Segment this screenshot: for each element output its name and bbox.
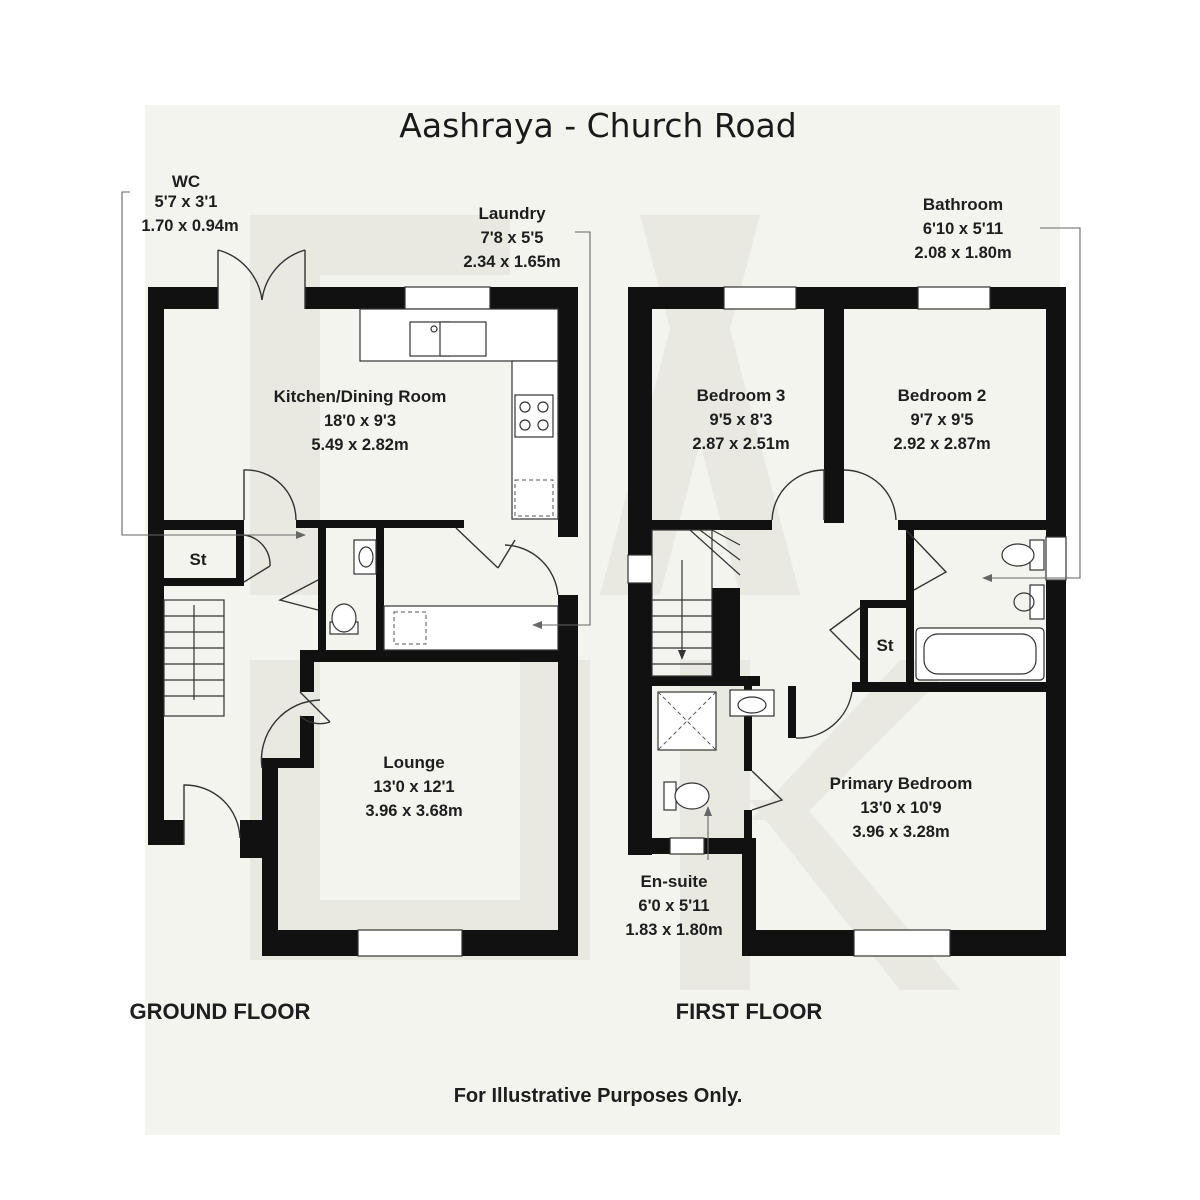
first-store-label: St: [877, 636, 894, 655]
first-floor-leader-lines: [704, 227, 1081, 860]
ground-floor-stairs: [163, 599, 225, 717]
bathroom-imperial: 6'10 x 5'11: [923, 220, 1003, 238]
ground-floor-outer-walls: [148, 287, 578, 956]
bathroom-window: [1045, 536, 1067, 581]
first-floor-plan: [627, 227, 1081, 957]
lounge-metric: 3.96 x 3.68m: [365, 802, 462, 820]
kitchen-units: [359, 308, 559, 520]
wc-metric: 1.70 x 0.94m: [141, 217, 238, 235]
ground-floor-plan: [121, 191, 591, 957]
ground-floor-leader-lines: [121, 191, 591, 629]
ground-floor-doors: [183, 249, 559, 845]
laundry-imperial: 7'8 x 5'5: [481, 229, 544, 247]
kitchen-label: Kitchen/Dining Room: [274, 387, 447, 406]
ensuite-fittings: [657, 689, 775, 811]
wc-fittings: [329, 539, 377, 635]
bedroom3-imperial: 9'5 x 8'3: [710, 411, 773, 429]
ensuite-imperial: 6'0 x 5'11: [638, 897, 709, 915]
ground-floor-caption: GROUND FLOOR: [130, 999, 311, 1024]
laundry-label: Laundry: [478, 204, 546, 223]
primary-bedroom-label: Primary Bedroom: [830, 774, 973, 793]
ensuite-label: En-suite: [640, 872, 707, 891]
kitchen-metric: 5.49 x 2.82m: [311, 436, 408, 454]
lounge-window: [357, 929, 463, 957]
lounge-imperial: 13'0 x 12'1: [373, 778, 454, 796]
bedroom3-window: [723, 286, 797, 310]
first-floor-stairs: [651, 529, 741, 677]
bedroom2-imperial: 9'7 x 9'5: [911, 411, 974, 429]
kitchen-imperial: 18'0 x 9'3: [324, 412, 396, 430]
bedroom3-label: Bedroom 3: [697, 386, 786, 405]
bedroom2-window: [917, 286, 991, 310]
wc-label: WC: [172, 172, 200, 191]
first-floor-interior-walls: [652, 309, 1046, 844]
disclaimer-text: For Illustrative Purposes Only.: [454, 1085, 743, 1107]
wc-imperial: 5'7 x 3'1: [155, 193, 218, 211]
ground-floor-interior-walls: [164, 520, 558, 768]
bathroom-metric: 2.08 x 1.80m: [914, 244, 1011, 262]
landing-window: [627, 554, 653, 584]
bedroom3-metric: 2.87 x 2.51m: [692, 435, 789, 453]
ground-store-label: St: [190, 550, 207, 569]
primary-bedroom-metric: 3.96 x 3.28m: [852, 823, 949, 841]
kitchen-window: [404, 286, 491, 310]
ensuite-window: [669, 837, 705, 855]
first-floor-doors: [751, 469, 948, 811]
primary-bedroom-imperial: 13'0 x 10'9: [860, 799, 941, 817]
bathroom-fittings: [915, 539, 1045, 681]
first-floor-caption: FIRST FLOOR: [676, 999, 823, 1024]
bedroom2-metric: 2.92 x 2.87m: [893, 435, 990, 453]
primary-bedroom-window: [853, 929, 951, 957]
laundry-units: [383, 605, 559, 651]
bedroom2-label: Bedroom 2: [898, 386, 987, 405]
plan-title: Aashraya - Church Road: [399, 106, 796, 145]
lounge-label: Lounge: [383, 753, 444, 772]
bathroom-label: Bathroom: [923, 195, 1003, 214]
ensuite-metric: 1.83 x 1.80m: [625, 921, 722, 939]
first-floor-outer-walls: [628, 287, 1066, 956]
laundry-metric: 2.34 x 1.65m: [463, 253, 560, 271]
